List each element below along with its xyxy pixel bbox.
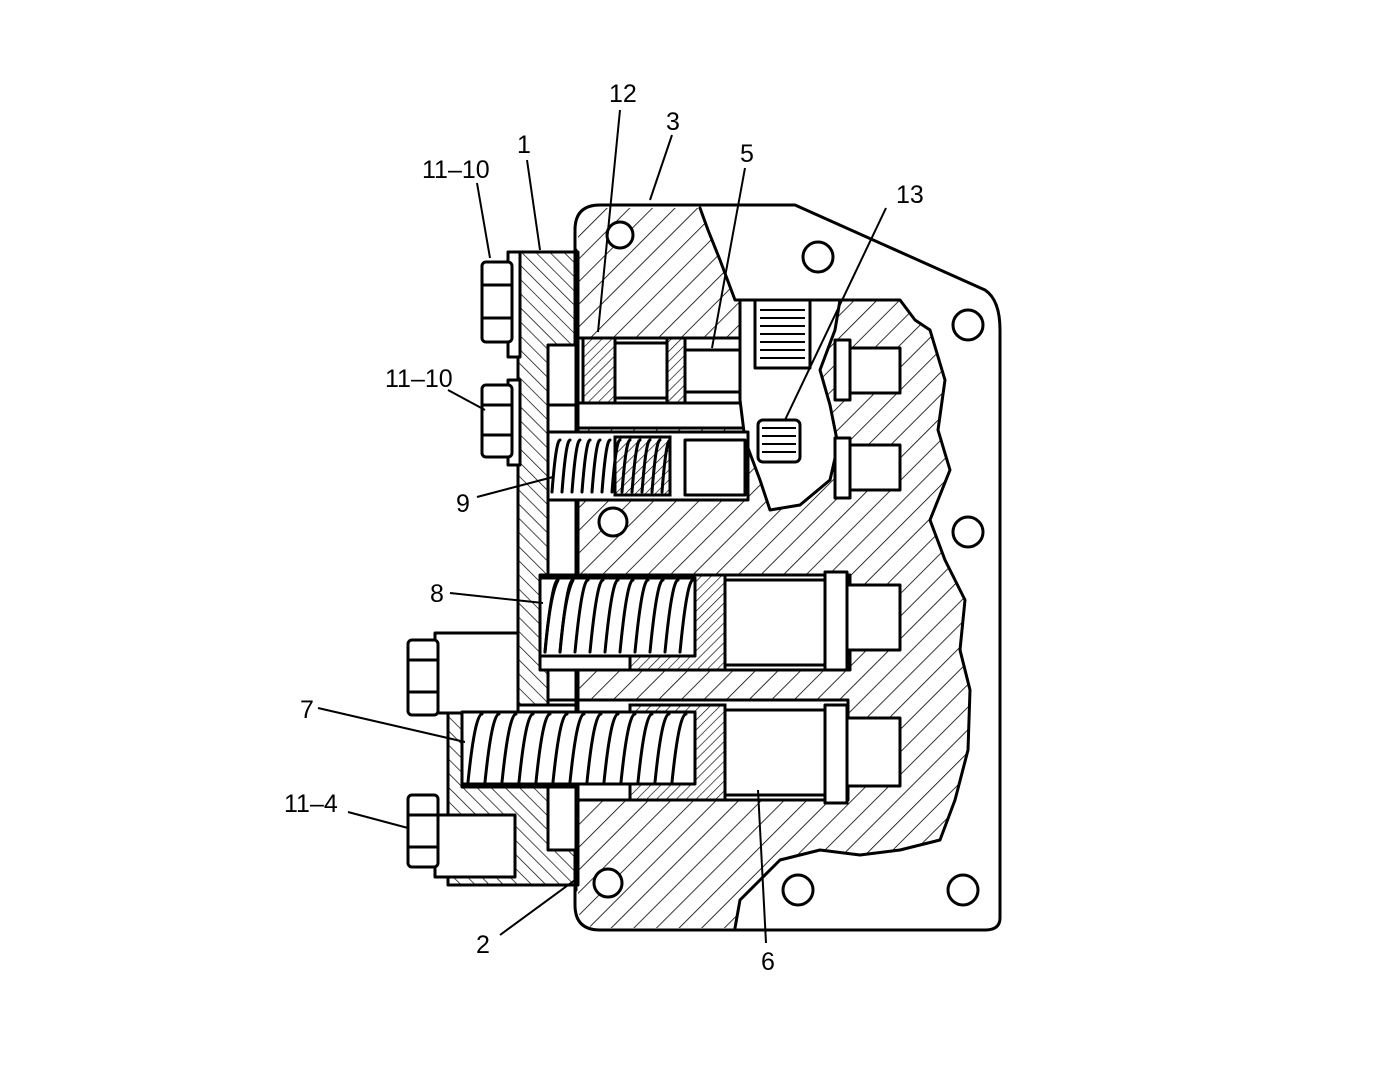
mounting-hole [592,867,624,899]
bolt-middle [480,378,522,467]
bolt-lower [406,631,520,717]
spring-9-bore [546,430,750,502]
callout-13: 13 [896,181,924,209]
callout-2: 2 [476,931,490,959]
callout-11-10-middle: 11–10 [385,365,453,393]
callout-1: 1 [517,131,531,159]
spring-7 [466,712,688,784]
callout-6: 6 [761,948,775,976]
callout-11-4: 11–4 [284,790,338,818]
upper-valve-bore [576,336,750,430]
bolt-bottom [406,793,517,879]
spring-8-bore [538,570,902,672]
callout-8: 8 [430,580,444,608]
mounting-hole [801,240,835,274]
spring-9 [550,438,672,494]
mounting-hole [605,220,635,250]
mounting-hole [951,308,985,342]
spring-7-bore [460,698,902,805]
mounting-hole [951,515,985,549]
callout-11-10-top: 11–10 [422,156,490,184]
mounting-hole [781,873,815,907]
leader-lines [317,109,887,944]
mounting-hole [597,506,629,538]
spring-8 [543,578,695,654]
mounting-hole [946,873,980,907]
callout-7: 7 [300,696,314,724]
callout-labels: 12 3 5 13 1 11–10 11–10 9 8 7 11–4 2 6 [284,80,924,976]
callout-5: 5 [740,140,754,168]
callout-12: 12 [609,80,637,108]
plug [756,418,802,464]
callout-3: 3 [666,108,680,136]
bolt-top [480,250,522,359]
callout-9: 9 [456,490,470,518]
